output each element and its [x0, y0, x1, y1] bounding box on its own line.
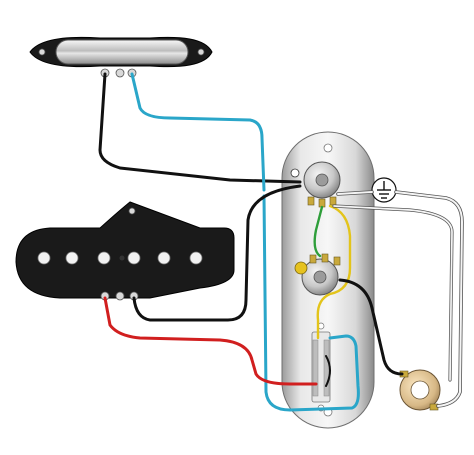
wire-yellow [316, 204, 352, 340]
wire-switch-jumper [325, 355, 331, 387]
volume-pot-lug-1 [307, 196, 315, 206]
volume-pot-shaft [315, 173, 329, 187]
neck-pickup-screw-right [197, 48, 205, 56]
wire-black-cavity [132, 184, 302, 322]
wire-blue-to-switch [262, 194, 360, 412]
tone-pot-lug-1 [309, 254, 317, 264]
bridge-pickup-pole-1 [37, 251, 51, 265]
wire-neck-blue [130, 72, 266, 192]
output-jack [399, 369, 441, 411]
bridge-pickup-pole-4 [127, 251, 141, 265]
bridge-pickup-terminal-2 [115, 291, 125, 301]
wire-green [313, 205, 324, 258]
wire-white-inner-core [333, 205, 453, 381]
neck-pickup-chrome-cover [55, 39, 189, 65]
bridge-pickup-pole-5 [157, 251, 171, 265]
control-plate-screw-top [323, 143, 333, 153]
bridge-pickup [15, 201, 235, 301]
ground-icon [371, 177, 397, 203]
wire-bridge-red [103, 296, 318, 386]
bridge-pickup-center-screw [119, 255, 125, 261]
wire-neck-black [98, 72, 302, 184]
bridge-pickup-pole-2 [65, 251, 79, 265]
wire-white-ground-core [337, 191, 463, 407]
neck-pickup [29, 36, 213, 78]
wires [98, 72, 464, 412]
neck-pickup-terminal-2 [115, 68, 125, 78]
selector-switch-contacts-left [312, 339, 319, 397]
bridge-pickup-screw-top [128, 207, 136, 215]
bridge-pickup-base [15, 201, 235, 299]
volume-pot-lug-3 [329, 196, 337, 206]
neck-pickup-screw-left [38, 48, 46, 56]
tone-pot-shaft [313, 270, 327, 284]
output-jack-sleeve [410, 380, 430, 400]
volume-pot [290, 161, 341, 208]
selector-switch-contacts-right [323, 339, 330, 397]
selector-switch [311, 322, 331, 412]
volume-pot-ground-marker [290, 168, 300, 178]
tone-pot-lug-2 [321, 253, 329, 263]
bridge-pickup-pole-6 [189, 251, 203, 265]
tone-pot-lug-3 [333, 256, 341, 266]
wire-black-tone-to-jack [338, 278, 404, 376]
tone-capacitor [294, 261, 308, 275]
tone-pot [294, 253, 341, 296]
bridge-pickup-pole-3 [97, 251, 111, 265]
